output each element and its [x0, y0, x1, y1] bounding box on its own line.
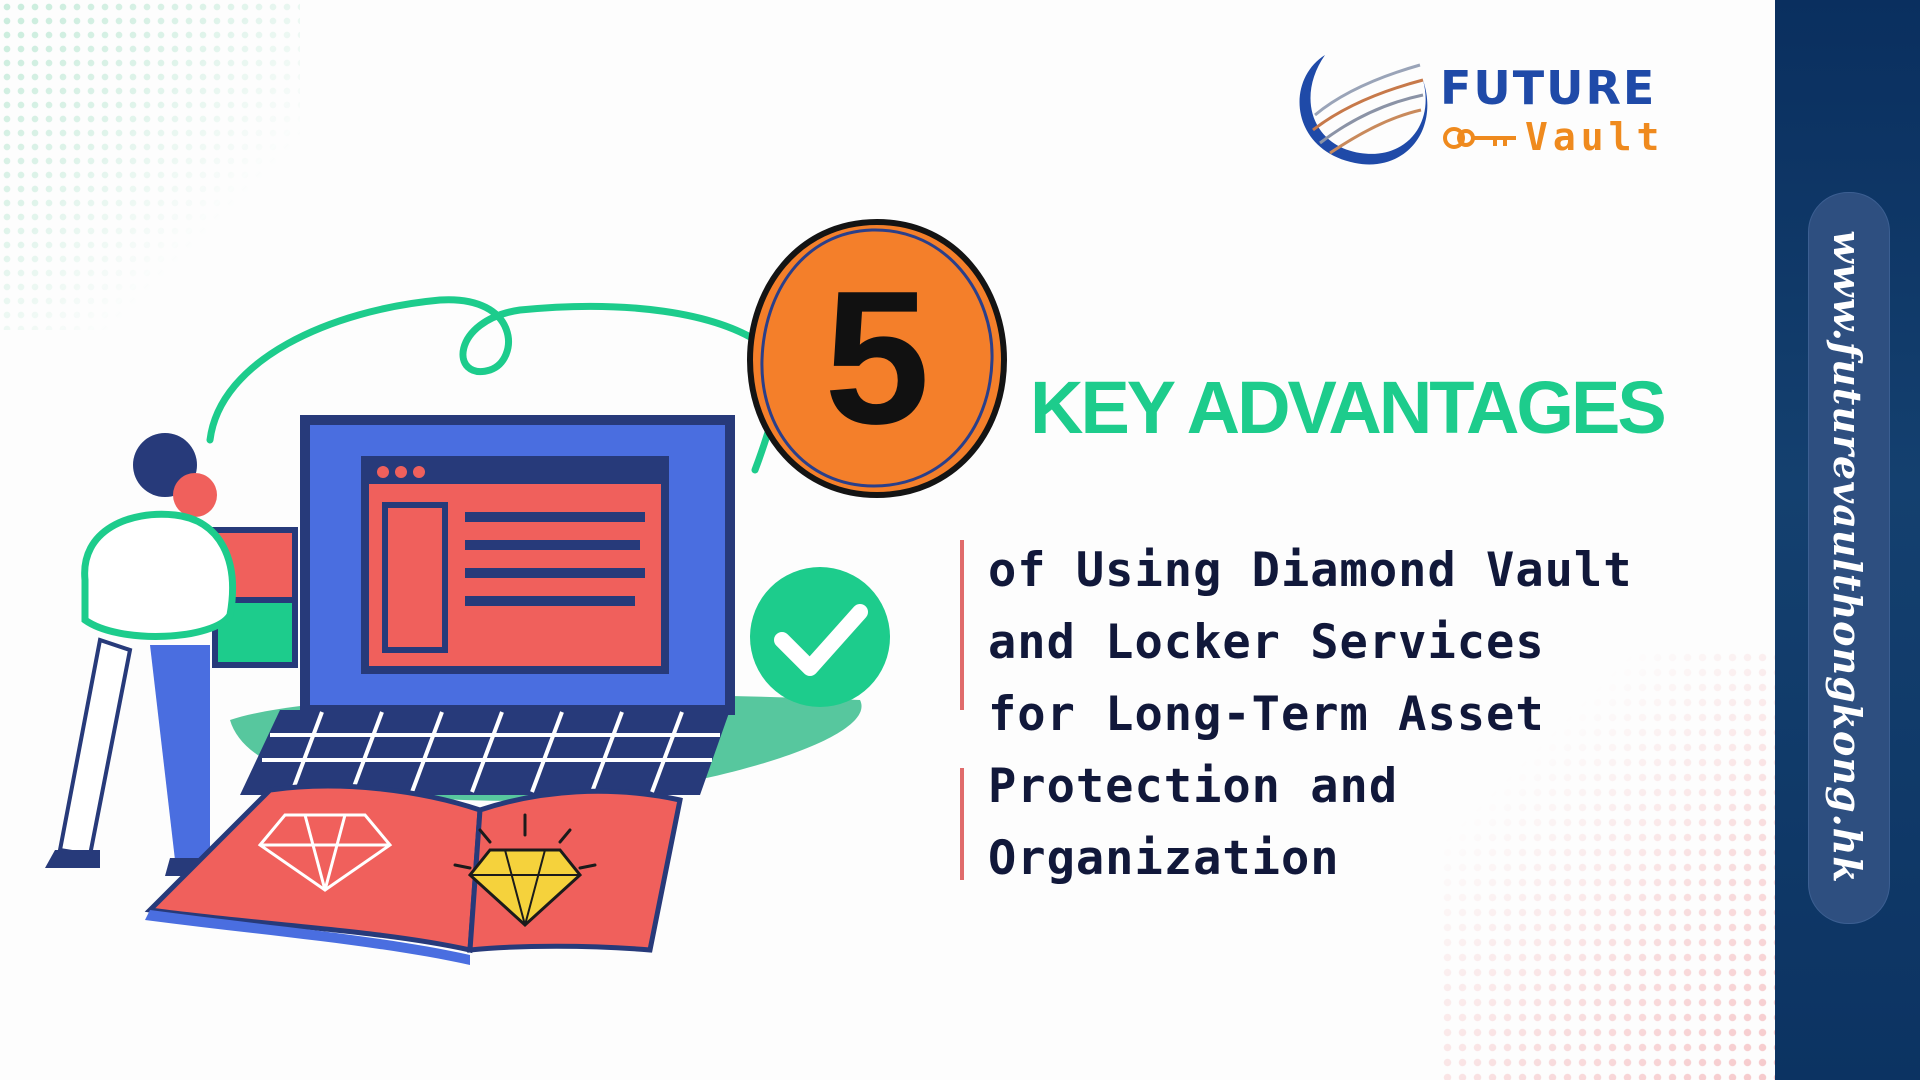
subtitle-line: Protection and [988, 759, 1399, 814]
illustration [45, 296, 890, 965]
logo-wordmark-future: FUTURE [1440, 61, 1657, 115]
swoosh-logo-icon [1299, 55, 1428, 165]
diamond-icon [453, 813, 597, 928]
accent-rule-top [960, 540, 964, 710]
subtitle: of Using Diamond Vault and Locker Servic… [988, 535, 1748, 895]
website-url[interactable]: www.futurevaulthongkong.hk [1825, 230, 1871, 884]
checkmark-icon [750, 567, 890, 707]
headline-title: KEY ADVANTAGES [1030, 366, 1667, 449]
subtitle-line: for Long-Term Asset [988, 687, 1545, 742]
logo-wordmark-vault: Vault [1525, 115, 1665, 159]
subtitle-line: of Using Diamond Vault [988, 543, 1633, 598]
number-five: 5 [824, 251, 930, 464]
key-icon [1443, 127, 1516, 149]
laptop-icon [240, 415, 735, 795]
subtitle-line: Organization [988, 831, 1340, 886]
accent-rule-bottom [960, 768, 964, 880]
dot-pattern-top-left [0, 0, 300, 330]
brand-logo: FUTURE Vault [1285, 35, 1680, 170]
subtitle-line: and Locker Services [988, 615, 1545, 670]
person-icon [45, 433, 237, 876]
website-pill [1808, 192, 1890, 924]
dot-pattern-bottom-right [1440, 650, 1775, 1080]
open-book-icon [144, 783, 683, 965]
number-badge: 5 [742, 210, 1012, 505]
